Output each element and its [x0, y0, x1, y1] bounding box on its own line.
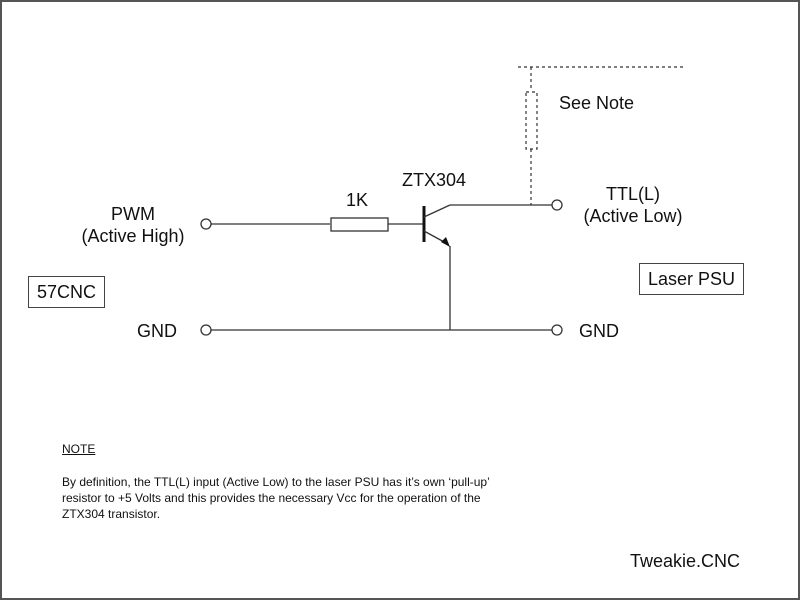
ttl-terminal: [551, 199, 563, 211]
left-gnd-terminal: [200, 324, 212, 336]
pwm-label-line1: PWM: [111, 204, 155, 224]
pwm-label-line2: (Active High): [81, 226, 185, 246]
pwm-terminal: [200, 218, 212, 230]
resistor-label: 1K: [346, 190, 369, 210]
left-gnd-label: GND: [137, 321, 177, 341]
right-device-name: Laser PSU: [639, 263, 745, 295]
transistor-collector: [423, 204, 451, 218]
note-body: By definition, the TTL(L) input (Active …: [62, 475, 490, 521]
footer-credit: Tweakie.CNC: [630, 551, 741, 571]
note-title: NOTE: [62, 442, 96, 456]
right-gnd-label: GND: [579, 321, 619, 341]
ttl-label: TTL(L) (Active Low): [573, 183, 693, 227]
ttl-label-line2: (Active Low): [583, 206, 683, 226]
resistor-1k: [330, 217, 389, 232]
see-note-label: See Note: [559, 93, 635, 113]
emitter-arrow-icon: [441, 237, 450, 247]
left-device-name: 57CNC: [28, 276, 106, 308]
ttl-label-line1: TTL(L): [606, 184, 660, 204]
pullup-resistor-dashed: [525, 91, 538, 150]
pwm-label: PWM (Active High): [68, 203, 198, 247]
transistor-label: ZTX304: [402, 170, 467, 190]
right-gnd-terminal: [551, 324, 563, 336]
